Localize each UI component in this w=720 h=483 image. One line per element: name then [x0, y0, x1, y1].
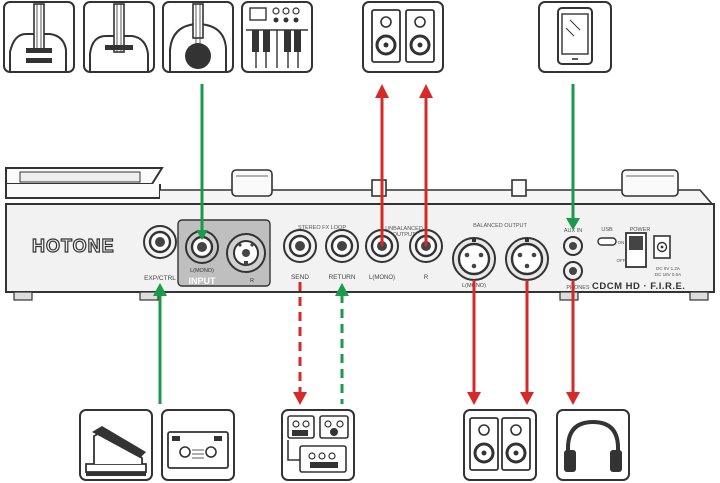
headphones-icon [556, 409, 630, 481]
rear-panel [5, 203, 715, 301]
send-jack[interactable] [283, 229, 317, 263]
arrow-bal-r-to-monitors [520, 280, 534, 405]
unbal-l-label: L(MONO) [369, 275, 395, 281]
bass-guitar-icon [83, 1, 155, 73]
arrow-fx-to-return [335, 283, 349, 404]
arrow-pedal-to-exp [153, 283, 167, 404]
input-combo-jack[interactable] [226, 233, 266, 273]
fx-loop-label: STEREO FX LOOP [298, 225, 346, 231]
send-label: SEND [291, 274, 309, 281]
dc-spec-line2: DC 18V 0.6A [655, 272, 681, 277]
arrow-send-to-fx [293, 282, 307, 405]
arrow-unbal-r-to-monitors [419, 84, 433, 246]
input-mono-jack[interactable] [185, 230, 219, 264]
aux-in-jack[interactable] [563, 236, 583, 256]
power-label: POWER [630, 227, 651, 233]
electric-guitar-icon [3, 1, 75, 73]
keyboard-synth-icon [241, 1, 313, 73]
return-jack[interactable] [325, 229, 359, 263]
power-off-label: OFF [617, 258, 626, 263]
input-title: INPUT [189, 276, 217, 286]
acoustic-guitar-icon [162, 1, 234, 73]
exp-ctrl-jack[interactable] [143, 225, 177, 259]
product-logo-main: CDCM HD · F.I.R.E. [592, 281, 685, 292]
input-mono-label: L(MONO) [190, 268, 214, 274]
studio-monitors-bottom-icon [463, 409, 537, 481]
unbalanced-output-label: OUTPUT [393, 232, 416, 238]
hotone-logo: HOTONE [32, 236, 115, 256]
usb-port[interactable] [597, 237, 617, 246]
studio-monitors-top-icon [362, 1, 444, 73]
expression-pedal-icon [79, 409, 153, 481]
phones-jack[interactable] [563, 261, 583, 281]
power-on-label: ON [618, 240, 625, 245]
bal-r-xlr[interactable] [505, 237, 549, 281]
dc-power-jack[interactable] [653, 235, 671, 259]
device-top-body [5, 167, 714, 205]
unbalanced-title: UNBALANCED [385, 226, 423, 232]
phones-label: PHONES [566, 285, 590, 291]
dc-spec-line1: DC 9V 1.2A [656, 266, 680, 271]
arrow-bal-l-to-monitors [467, 280, 481, 405]
footswitch-icon [161, 409, 235, 481]
usb-label: USB [601, 227, 613, 233]
unbal-r-label: R [424, 275, 429, 281]
exp-ctrl-label: EXP/CTRL [144, 275, 176, 282]
arrow-phone-to-aux [566, 84, 580, 230]
arrow-phones-to-headphones [566, 280, 580, 405]
arrow-unbal-l-to-monitors [375, 84, 389, 246]
aux-in-label: AUX IN [564, 228, 582, 234]
return-label: RETURN [328, 274, 355, 281]
input-r-label: R [250, 278, 254, 284]
product-logo: CDCM HD · F.I.R.E. [592, 281, 685, 292]
bal-l-xlr[interactable] [452, 237, 496, 281]
smartphone-icon [538, 1, 612, 73]
power-switch[interactable] [625, 232, 647, 268]
balanced-output-label: BALANCED OUTPUT [473, 223, 527, 229]
arrow-instrument-to-input [196, 84, 208, 240]
effect-pedals-icon [281, 409, 355, 481]
